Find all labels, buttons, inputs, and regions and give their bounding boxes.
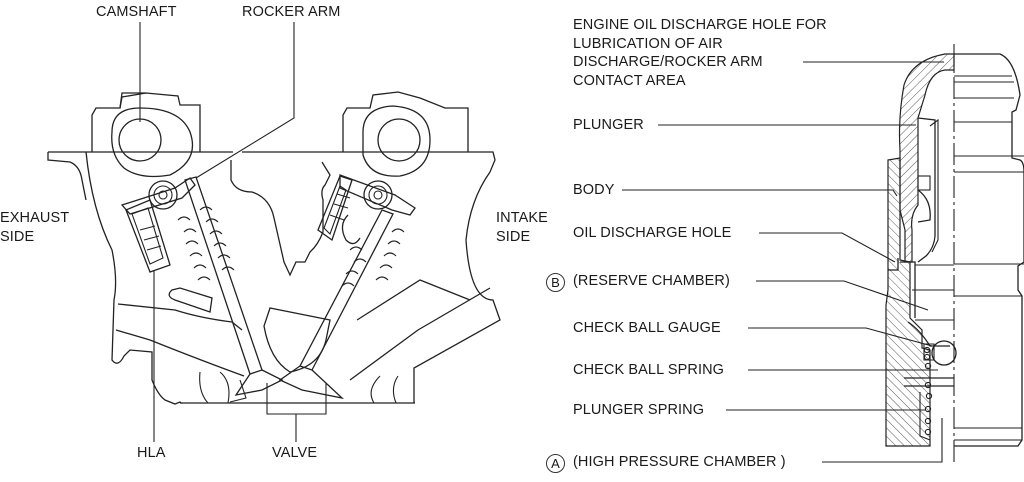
- label-check-ball-spring: CHECK BALL SPRING: [573, 362, 725, 378]
- leader-reserve-chamber: [756, 280, 929, 311]
- label-hla: HLA: [137, 445, 166, 461]
- leader-check-ball-gauge: [748, 327, 933, 347]
- marker-a: A: [546, 454, 565, 473]
- plunger: [898, 53, 955, 263]
- check-ball-spring: [923, 346, 932, 370]
- intake-valve: [278, 209, 394, 400]
- cylinder-head-drawing: [47, 91, 501, 405]
- marker-b: B: [546, 273, 565, 292]
- intake-rocker-arm: [339, 174, 416, 216]
- label-intake-side: INTAKE SIDE: [496, 210, 548, 245]
- label-exhaust-side: EXHAUST SIDE: [0, 210, 70, 245]
- label-body: BODY: [573, 182, 615, 198]
- right-leader-lines: [622, 61, 944, 463]
- exhaust-camshaft: [91, 92, 201, 178]
- label-check-ball-gauge: CHECK BALL GAUGE: [573, 320, 721, 336]
- intake-hla: [317, 175, 361, 245]
- leader-rocker-arm: [195, 22, 295, 179]
- label-reserve-chamber: (RESERVE CHAMBER): [573, 273, 730, 289]
- leader-high-pressure-chamber: [822, 418, 943, 463]
- label-plunger-spring: PLUNGER SPRING: [573, 402, 705, 418]
- label-high-pressure-chamber: (HIGH PRESSURE CHAMBER ): [573, 454, 786, 470]
- left-leader-lines: [139, 22, 327, 442]
- label-valve: VALVE: [272, 445, 318, 461]
- intake-valve-spring: [341, 228, 405, 287]
- label-camshaft: CAMSHAFT: [96, 4, 177, 20]
- plunger-spring: [924, 381, 933, 436]
- leader-body: [622, 189, 898, 197]
- body: [885, 157, 931, 447]
- intake-camshaft: [342, 91, 469, 177]
- label-plunger: PLUNGER: [573, 117, 644, 133]
- label-engine-oil-discharge-hole: ENGINE OIL DISCHARGE HOLE FOR LUBRICATIO…: [573, 17, 827, 89]
- label-rocker-arm: ROCKER ARM: [242, 4, 341, 20]
- leader-valve: [266, 383, 327, 442]
- exhaust-valve: [184, 176, 284, 403]
- leader-oil-discharge-hole: [759, 232, 896, 263]
- exhaust-hla: [125, 199, 171, 273]
- exhaust-rocker-arm: [120, 177, 196, 215]
- hla-cross-section: [885, 44, 1024, 462]
- exhaust-valve-spring: [177, 206, 235, 281]
- label-oil-discharge-hole: OIL DISCHARGE HOLE: [573, 225, 732, 241]
